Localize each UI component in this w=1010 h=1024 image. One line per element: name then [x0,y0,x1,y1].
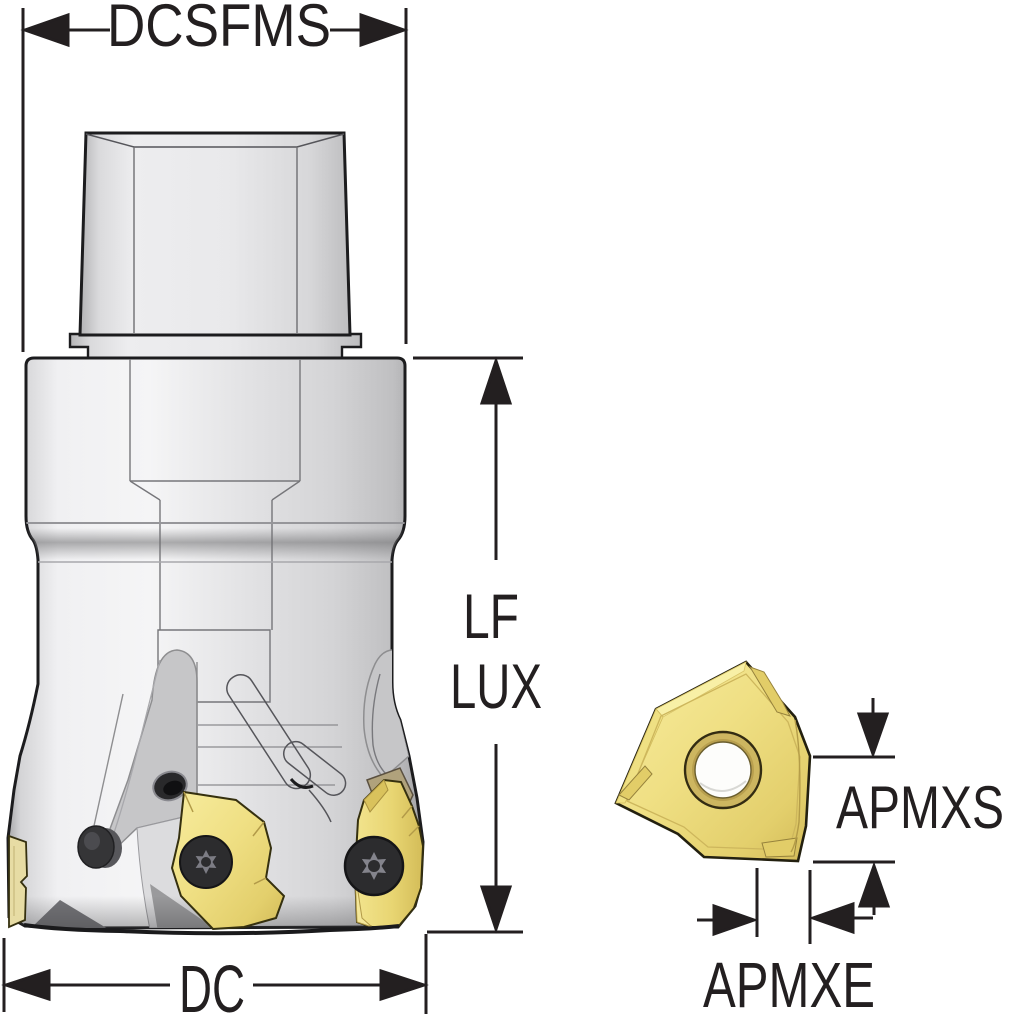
arrow-right-icon [712,903,759,937]
arrow-up-icon [857,861,891,908]
apmxe-dimension [697,868,873,944]
coolant-hole [152,770,188,802]
insert-center-hole [683,730,763,810]
cutter-collar [68,332,363,360]
arrow-right-icon [379,968,429,1002]
label-dcsfms: DCSFMS [107,0,331,59]
insert-illustration [614,660,812,863]
chip-flutes [89,649,410,858]
insert-right [343,778,425,928]
label-apmxs: APMXS [836,774,1004,841]
arrow-left-icon [1,968,51,1002]
label-apmxe: APMXE [703,949,875,1021]
arrow-down-icon [479,885,513,934]
label-lf: LF [463,582,519,652]
side-screw [77,825,122,869]
insert-center [170,790,286,931]
cutter-shank [78,131,352,337]
lf-lux-dimension [413,356,523,934]
cutter-bottom-edge [23,923,400,936]
hidden-bore-lines [129,359,301,703]
arrow-down-icon [856,712,890,759]
arrow-left-icon [808,901,855,935]
arrow-left-icon [20,12,70,48]
dc-dimension [1,934,429,1014]
arrow-right-icon [359,12,409,48]
label-dc: DC [179,952,245,1024]
dcsfms-dimension [20,8,409,352]
insert-corner-facets [618,666,798,858]
arrow-up-icon [479,356,513,405]
apmxs-dimension [813,698,895,915]
label-lux: LUX [450,652,542,722]
coolant-pin-outlines [226,674,347,823]
milling-cutter-illustration [6,131,425,936]
